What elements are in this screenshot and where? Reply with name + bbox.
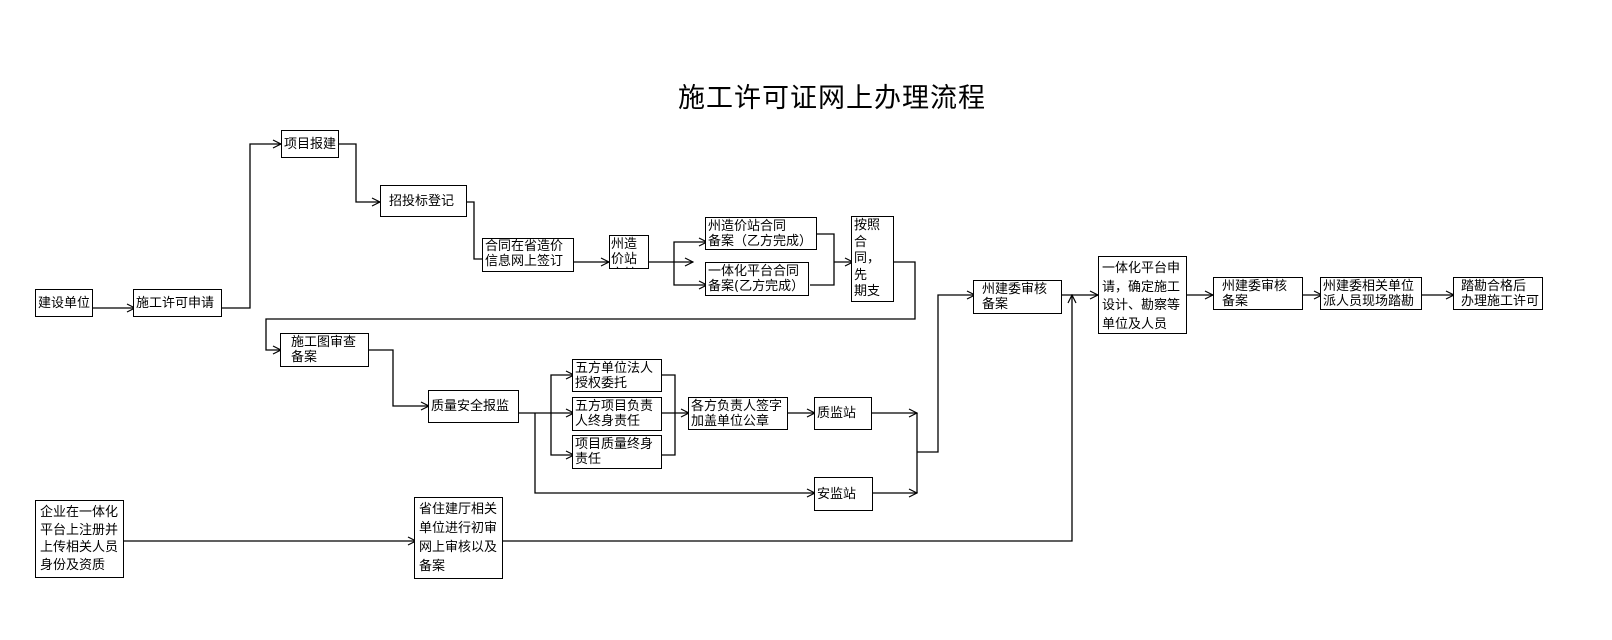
node-shigong-shenqing: 施工许可申请 [133, 289, 222, 317]
node-wufang-xiangmu: 五方项目负责 人终身责任 [572, 397, 662, 431]
arrow-gongzi-to-tuzhi [265, 261, 916, 350]
node-banli-xuke: 踏勘合格后 办理施工许可 [1453, 277, 1543, 310]
arrow-baojian-to-zhaotoubiao [338, 143, 380, 202]
arrow-to-xiangmu-zhiliang [550, 413, 574, 455]
node-jianshe-danwei: 建设单位 [35, 289, 93, 317]
node-zhou-zaojia-shenhe: 州造价站 审核 [609, 235, 649, 269]
node-zhou-hetong-beian: 州造价站合同 备案（乙方完成） [705, 217, 817, 250]
node-zhou-jianwei-beian-2: 州建委审核 备案 [1213, 277, 1303, 310]
node-gefang-qianzi: 各方负责人签字 加盖单位公章 [688, 397, 788, 430]
page-title: 施工许可证网上办理流程 [678, 83, 986, 114]
node-anjian-zhan: 安监站 [814, 477, 873, 511]
node-zhiliang-anquan: 质量安全报监 [428, 390, 519, 423]
arrow-tuzhi-to-zhiliang [368, 349, 429, 406]
arrow-shenqing-to-baojian [221, 144, 281, 309]
arrow-branch-to-yitihua-beian [673, 262, 707, 285]
node-zhijian-zhan: 质监站 [814, 397, 872, 430]
node-tuzhi-shencha: 施工图审查 备案 [280, 333, 369, 367]
node-nongmingong-gongzi: 按照合 同，先 期支付 农民工 工资 [851, 216, 894, 302]
arrow-to-wufang-faren [550, 375, 574, 413]
node-xianchang-takan: 州建委相关单位 派人员现场踏勘 [1320, 277, 1422, 310]
node-qiye-zhuce: 企业在一体化 平台上注册并 上传相关人员 身份及资质 [35, 500, 124, 578]
arrow-zhiliang-to-anjian [534, 413, 815, 493]
node-sheng-zhujianting: 省住建厅相关 单位进行初审 网上审核以及 备案 [414, 497, 503, 579]
node-zhaotoubiao: 招投标登记 [380, 185, 467, 217]
node-xiangmu-baojian: 项目报建 [281, 130, 339, 158]
node-hetong-qianding: 合同在省造价 信息网上签订 [482, 238, 574, 272]
node-yitihua-queding: 一体化平台申 请，确定施工 设计、勘察等 单位及人员 [1098, 256, 1187, 334]
arrow-merge-to-zhou-jianwei [917, 295, 975, 453]
node-zhou-jianwei-beian-1: 州建委审核 备案 [973, 280, 1062, 314]
node-yitihua-hetong-beian: 一体化平台合同 备案(乙方完成） [705, 262, 809, 296]
arrow-shengting-to-mainline [502, 295, 1072, 542]
arrow-wufang-merge [661, 374, 676, 456]
arrow-zhaotoubiao-to-hetong [466, 201, 484, 260]
node-xiangmu-zhiliang: 项目质量终身 责任 [572, 435, 662, 469]
node-wufang-faren: 五方单位法人 授权委托 [572, 359, 662, 392]
arrow-branch-to-zhou-beian [673, 242, 707, 262]
arrow-zhou-beian-merge [810, 233, 835, 286]
